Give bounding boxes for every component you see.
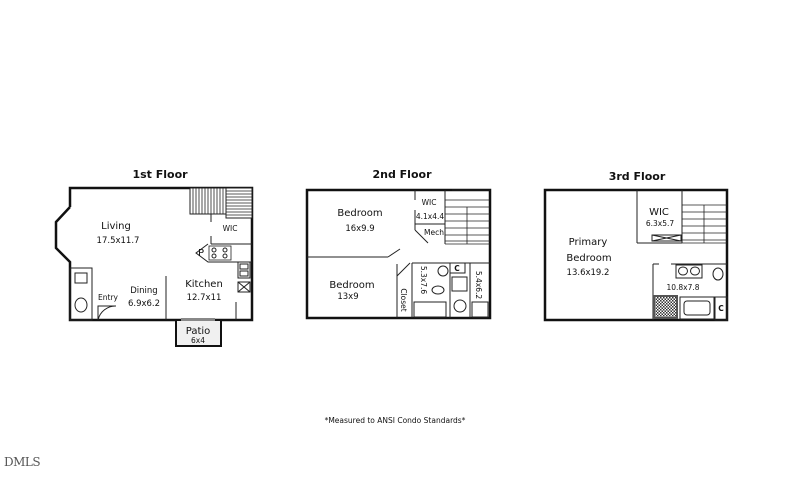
room-dims-wic: 4.1x4.4 xyxy=(416,212,445,221)
stairs xyxy=(445,189,490,245)
bathtub-icon xyxy=(413,301,447,318)
toilet-icon xyxy=(431,285,445,295)
room-label-bedroom-2: Bedroom xyxy=(329,280,374,291)
room-dims-bath-2: 5.4x6.2 xyxy=(474,271,483,300)
room-label-wic: WIC xyxy=(649,207,669,218)
sink-icon xyxy=(74,272,88,284)
room-label-dining: Dining xyxy=(130,286,157,296)
first-floor-title: 1st Floor xyxy=(132,168,188,181)
third-floor-plan: 3rd Floor Primary xyxy=(543,170,729,322)
stairs xyxy=(682,204,727,244)
stairs xyxy=(189,187,253,219)
room-label-pantry: P xyxy=(198,248,204,259)
room-label-primary: Primary xyxy=(569,237,608,248)
sink-icon xyxy=(237,261,251,279)
room-dims-primary: 13.6x19.2 xyxy=(567,268,610,278)
room-label-wic: WIC xyxy=(223,224,238,233)
room-label-c: C xyxy=(718,304,724,313)
room-label-c: C xyxy=(454,264,460,273)
bathtub-icon xyxy=(679,296,715,320)
room-dims-bedroom-1: 16x9.9 xyxy=(345,224,374,234)
room-label-living: Living xyxy=(101,221,131,232)
room-label-bedroom: Bedroom xyxy=(566,253,611,264)
pantry-outline xyxy=(195,243,252,263)
first-floor-plan: 1st Floor xyxy=(54,168,254,347)
room-dims-patio: 6x4 xyxy=(191,336,205,345)
room-dims-dining: 6.9x6.2 xyxy=(128,299,160,309)
stove-icon xyxy=(208,245,232,261)
room-dims-living: 17.5x11.7 xyxy=(97,236,140,246)
second-floor-plan: 2nd Floor Bedroom 16x9.9 Bedro xyxy=(305,168,492,320)
toilet-icon xyxy=(712,267,724,281)
third-floor-outline xyxy=(543,188,729,322)
toilet-icon xyxy=(74,297,88,313)
room-label-closet: Closet xyxy=(399,288,408,311)
room-label-patio: Patio xyxy=(186,326,211,337)
room-dims-kitchen: 12.7x11 xyxy=(187,293,222,303)
third-floor-title: 3rd Floor xyxy=(609,170,666,183)
logo: DMLS xyxy=(4,455,41,469)
room-dims-wic: 6.3x5.7 xyxy=(646,219,675,228)
room-label-kitchen: Kitchen xyxy=(185,279,223,290)
dishwasher-icon xyxy=(237,281,251,293)
sink-icon xyxy=(437,265,449,277)
second-floor-title: 2nd Floor xyxy=(372,168,432,181)
room-dims-bath-1: 5.3x7.6 xyxy=(419,266,428,295)
room-label-mech: Mech xyxy=(424,228,444,237)
double-sink-icon xyxy=(675,264,703,279)
second-floor-outline xyxy=(305,188,492,320)
shelf-icon xyxy=(651,234,682,242)
entry-door xyxy=(97,305,117,321)
footnote: *Measured to ANSI Condo Standards* xyxy=(324,416,466,425)
room-label-bedroom-1: Bedroom xyxy=(337,208,382,219)
room-label-entry: Entry xyxy=(98,293,119,302)
shower-icon xyxy=(451,276,468,292)
room-dims-bath: 10.8x7.8 xyxy=(666,283,699,292)
room-label-wic: WIC xyxy=(422,198,437,207)
sink-icon xyxy=(453,299,467,313)
room-dims-bedroom-2: 13x9 xyxy=(337,292,358,302)
